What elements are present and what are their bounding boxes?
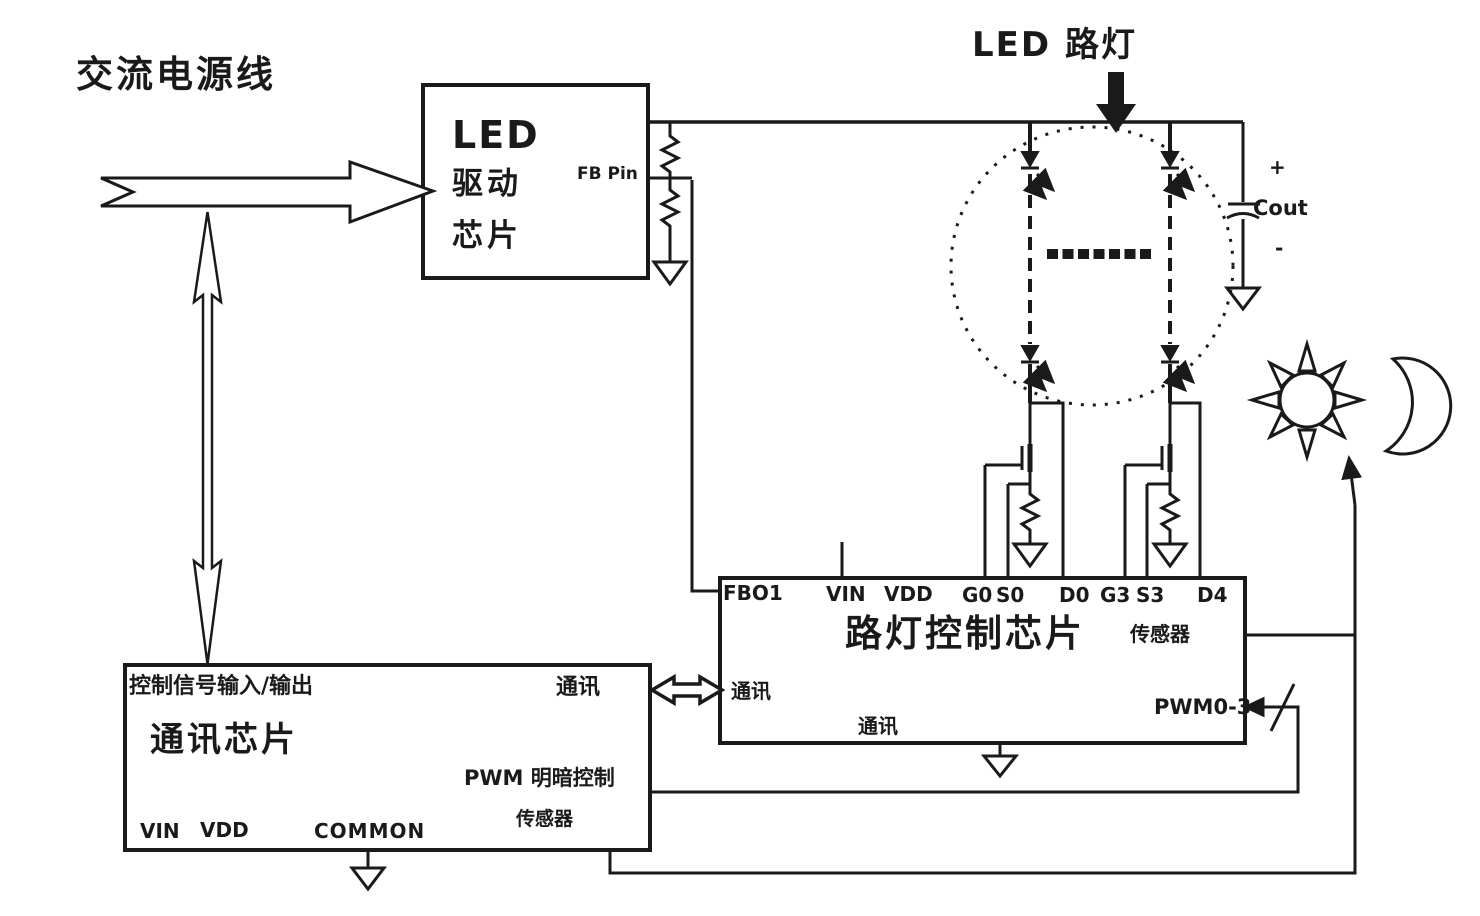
- drain-sense-wire: [1030, 403, 1063, 578]
- comm-chip-comm-label: 通讯: [556, 677, 600, 699]
- comm-pin-label-common: COMMON: [314, 821, 425, 841]
- plc-double-arrow-icon: [194, 212, 221, 664]
- drain-sense-wire: [1170, 403, 1200, 578]
- led-icon: [1162, 152, 1178, 166]
- comm-double-arrow-icon: [652, 677, 722, 703]
- comm-chip-ground: [352, 850, 384, 889]
- pin-label-g3: G3: [1100, 585, 1130, 605]
- control-chip-title: 路灯控制芯片: [845, 615, 1085, 652]
- ground-icon: [654, 262, 686, 284]
- resistor: [1162, 484, 1178, 544]
- comm-pin-label-vdd: VDD: [200, 820, 249, 840]
- comm-pin-label-vin: VIN: [140, 821, 180, 841]
- resistor: [662, 122, 678, 178]
- led-light-ray: [1177, 174, 1193, 190]
- mosfet-left: [985, 403, 1063, 578]
- cout-label: Cout: [1253, 198, 1308, 219]
- driver-chip-title-line3: 芯片: [452, 221, 522, 252]
- led-icon: [1022, 346, 1038, 360]
- mosfet-right: [1125, 403, 1200, 578]
- pin-label-d4: D4: [1197, 585, 1228, 605]
- sensor-arrow: [1349, 458, 1355, 505]
- control-chip-sensor-label: 传感器: [1130, 624, 1190, 644]
- led-street-lamp-label: LED 路灯: [972, 28, 1137, 62]
- led-icon: [1162, 346, 1178, 360]
- resistor: [1022, 484, 1038, 544]
- cout-minus-label: -: [1275, 238, 1283, 258]
- fb-resistor-divider: [648, 122, 720, 591]
- lamp-pointer-arrow-icon: [1096, 72, 1136, 133]
- pin-label-vin: VIN: [826, 584, 866, 604]
- ground-icon: [1154, 544, 1186, 566]
- led-light-ray: [1177, 366, 1193, 382]
- control-chip-comm-left: 通讯: [731, 681, 771, 701]
- ac-power-arrow-icon: [101, 162, 433, 222]
- comm-chip-io-label: 控制信号输入/输出: [129, 676, 313, 698]
- pin-label-s0: S0: [996, 585, 1024, 605]
- lamp-boundary-circle: [951, 127, 1233, 405]
- comm-chip-pwm-dim-label: PWM 明暗控制: [464, 768, 615, 789]
- led-string-left: [1021, 122, 1053, 403]
- control-chip-pwm-label: PWM0-3: [1154, 697, 1251, 718]
- control-chip-ground: [984, 743, 1016, 776]
- comm-chip-sensor-label: 传感器: [516, 810, 573, 829]
- moon-icon: [1386, 358, 1451, 454]
- cout-plus-label: +: [1269, 157, 1286, 177]
- led-string-right: [1161, 122, 1193, 403]
- led-light-ray: [1037, 174, 1053, 190]
- ground-icon: [984, 756, 1016, 776]
- sun-icon: [1252, 344, 1362, 457]
- resistor: [662, 178, 678, 262]
- control-chip-comm-bottom: 通讯: [858, 716, 898, 736]
- ground-icon: [352, 868, 384, 889]
- led-light-ray: [1037, 366, 1053, 382]
- driver-chip-title-line2: 驱动: [452, 169, 522, 200]
- pin-label-g0: G0: [962, 585, 992, 605]
- comm-chip-title: 通讯芯片: [150, 723, 298, 757]
- pin-label-fbo1: FBO1: [723, 583, 783, 603]
- more-strings-ellipsis: [1047, 249, 1151, 259]
- ground-icon: [1014, 544, 1046, 566]
- driver-chip-title-line1: LED: [452, 116, 540, 154]
- ac-power-line-label: 交流电源线: [76, 56, 276, 93]
- fb-feedback-wire: [692, 180, 720, 591]
- pin-label-s3: S3: [1136, 585, 1164, 605]
- led-icon: [1022, 152, 1038, 166]
- pin-label-vdd: VDD: [884, 584, 933, 604]
- fb-pin-label: FB Pin: [577, 166, 638, 183]
- pin-label-d0: D0: [1059, 585, 1090, 605]
